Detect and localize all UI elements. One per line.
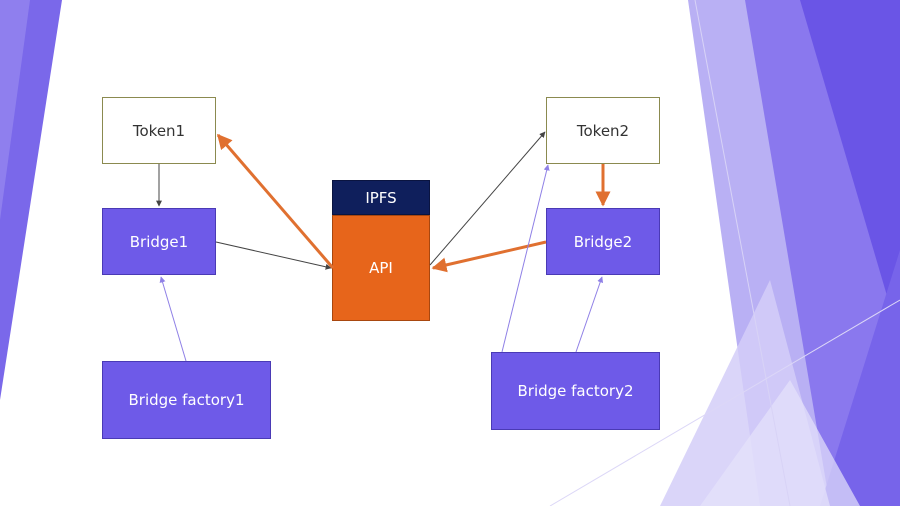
node-token1-label: Token1 — [132, 121, 186, 140]
right-decor-line-2 — [549, 299, 900, 506]
node-ipfs: IPFS — [332, 180, 430, 215]
node-token2: Token2 — [546, 97, 660, 164]
node-bridge-factory1: Bridge factory1 — [102, 361, 271, 439]
left-decor-band-light — [0, 0, 30, 220]
node-bridge1: Bridge1 — [102, 208, 216, 275]
node-bridge2-label: Bridge2 — [573, 232, 633, 251]
node-token2-label: Token2 — [576, 121, 630, 140]
node-token1: Token1 — [102, 97, 216, 164]
right-decor-shape-6 — [700, 380, 860, 506]
right-decor-line-1 — [694, 0, 791, 506]
node-bridge-factory1-label: Bridge factory1 — [128, 391, 245, 409]
node-bridge2: Bridge2 — [546, 208, 660, 275]
node-api-label: API — [369, 259, 393, 277]
right-decor-shape-3 — [800, 0, 900, 340]
node-bridge1-label: Bridge1 — [129, 232, 189, 251]
node-ipfs-label: IPFS — [365, 188, 397, 207]
node-bridge-factory2: Bridge factory2 — [491, 352, 660, 430]
node-api: API — [332, 215, 430, 321]
node-bridge-factory2-label: Bridge factory2 — [517, 382, 634, 400]
right-decor-shape-4 — [820, 250, 900, 506]
